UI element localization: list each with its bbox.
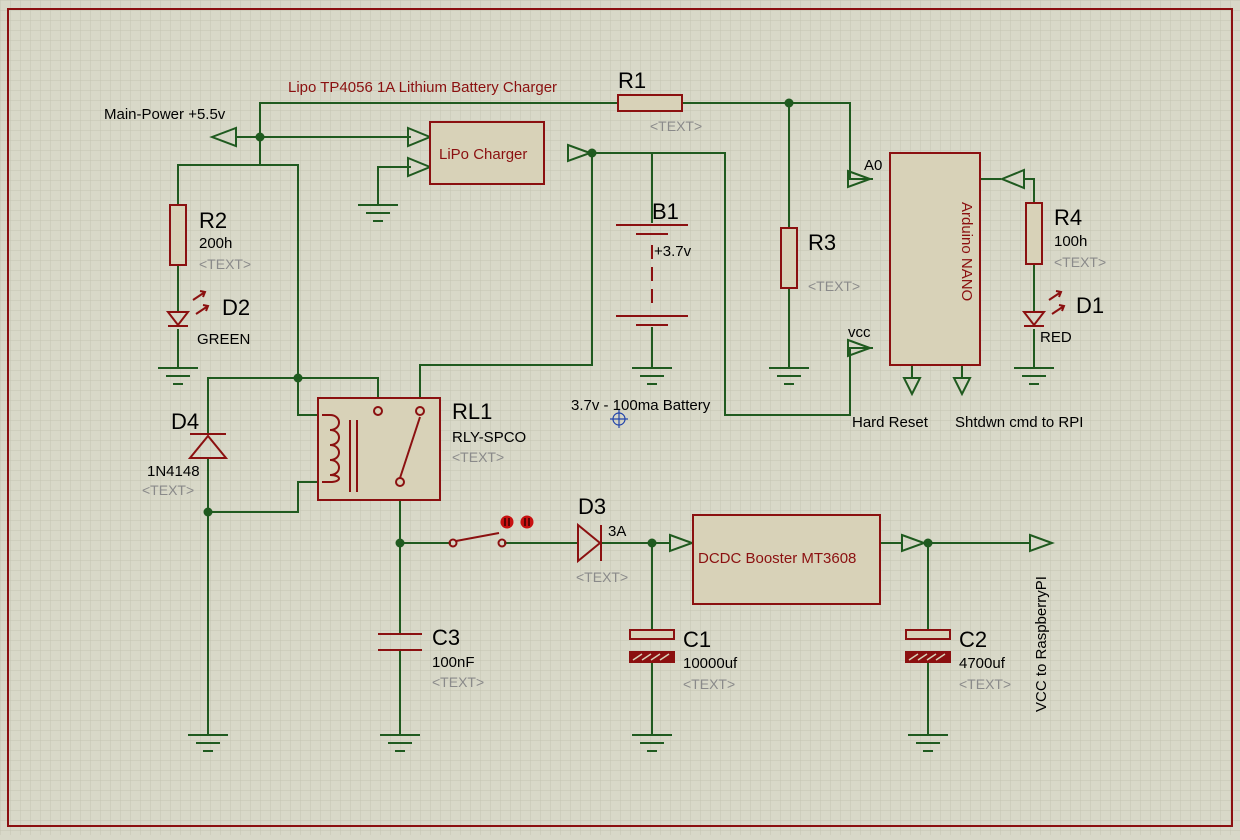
d4-ref: D4 xyxy=(171,409,199,434)
c3-text: <TEXT> xyxy=(432,674,484,690)
d3-value: 3A xyxy=(608,523,626,540)
c2-value: 4700uf xyxy=(959,655,1006,672)
r4-ref: R4 xyxy=(1054,205,1082,230)
r3-text: <TEXT> xyxy=(808,278,860,294)
c2-text: <TEXT> xyxy=(959,676,1011,692)
net-hard-reset: Hard Reset xyxy=(852,414,929,431)
rl1-text: <TEXT> xyxy=(452,449,504,465)
dcdc-booster-module[interactable] xyxy=(692,514,881,605)
r1-text: <TEXT> xyxy=(650,118,702,134)
net-main-power: Main-Power +5.5v xyxy=(104,106,226,123)
d1-ref: D1 xyxy=(1076,293,1104,318)
r2-value: 200h xyxy=(199,235,232,252)
resistor-r3[interactable] xyxy=(780,227,798,289)
d4-text: <TEXT> xyxy=(142,482,194,498)
charger-label: LiPo Charger xyxy=(439,146,527,163)
net-a0: A0 xyxy=(864,157,882,174)
lipo-charger-module[interactable] xyxy=(429,121,545,185)
b1-value: +3.7v xyxy=(654,243,692,260)
d2-value: GREEN xyxy=(197,331,250,348)
resistor-r4[interactable] xyxy=(1025,202,1043,265)
booster-label: DCDC Booster MT3608 xyxy=(698,550,856,567)
probe-crosshair-icon xyxy=(610,410,628,428)
r4-value: 100h xyxy=(1054,233,1087,250)
c1-value: 10000uf xyxy=(683,655,738,672)
battery-b1[interactable] xyxy=(616,224,688,326)
r4-text: <TEXT> xyxy=(1054,254,1106,270)
diode-d3[interactable] xyxy=(577,522,602,564)
r3-ref: R3 xyxy=(808,230,836,255)
sheet-border xyxy=(7,8,1233,827)
c2-ref: C2 xyxy=(959,627,987,652)
d2-ref: D2 xyxy=(222,295,250,320)
capacitor-c3[interactable] xyxy=(378,633,422,651)
r2-ref: R2 xyxy=(199,208,227,233)
relay-rl1[interactable] xyxy=(317,397,441,501)
c3-value: 100nF xyxy=(432,654,475,671)
net-vcc-rpi: VCC to RaspberryPI xyxy=(1033,576,1050,712)
net-shutdown: Shtdwn cmd to RPI xyxy=(955,414,1083,431)
toggle-switch[interactable] xyxy=(448,515,534,548)
d1-value: RED xyxy=(1040,329,1072,346)
led-d1[interactable] xyxy=(1021,290,1066,327)
net-vcc: vcc xyxy=(848,324,871,341)
r2-text: <TEXT> xyxy=(199,256,251,272)
arduino-nano-module[interactable] xyxy=(889,152,981,366)
d3-text: <TEXT> xyxy=(576,569,628,585)
resistor-r2[interactable] xyxy=(169,204,187,266)
r1-ref: R1 xyxy=(618,68,646,93)
d4-value: 1N4148 xyxy=(147,463,200,480)
capacitor-c1[interactable] xyxy=(629,629,675,663)
b1-ref: B1 xyxy=(652,199,679,224)
d3-ref: D3 xyxy=(578,494,606,519)
c1-ref: C1 xyxy=(683,627,711,652)
arduino-label: Arduino NANO xyxy=(958,202,975,301)
ground-symbols xyxy=(158,204,1054,752)
rl1-value: RLY-SPCO xyxy=(452,429,526,446)
battery-note: 3.7v - 100ma Battery xyxy=(571,397,711,414)
wires xyxy=(177,102,1035,736)
resistor-r1[interactable] xyxy=(617,94,683,112)
capacitor-c2[interactable] xyxy=(905,629,951,663)
rl1-ref: RL1 xyxy=(452,399,492,424)
terminals xyxy=(209,126,1055,553)
c3-ref: C3 xyxy=(432,625,460,650)
diode-d4[interactable] xyxy=(187,433,229,459)
c1-text: <TEXT> xyxy=(683,676,735,692)
diagram-title: Lipo TP4056 1A Lithium Battery Charger xyxy=(288,79,557,96)
led-d2[interactable] xyxy=(165,290,210,327)
